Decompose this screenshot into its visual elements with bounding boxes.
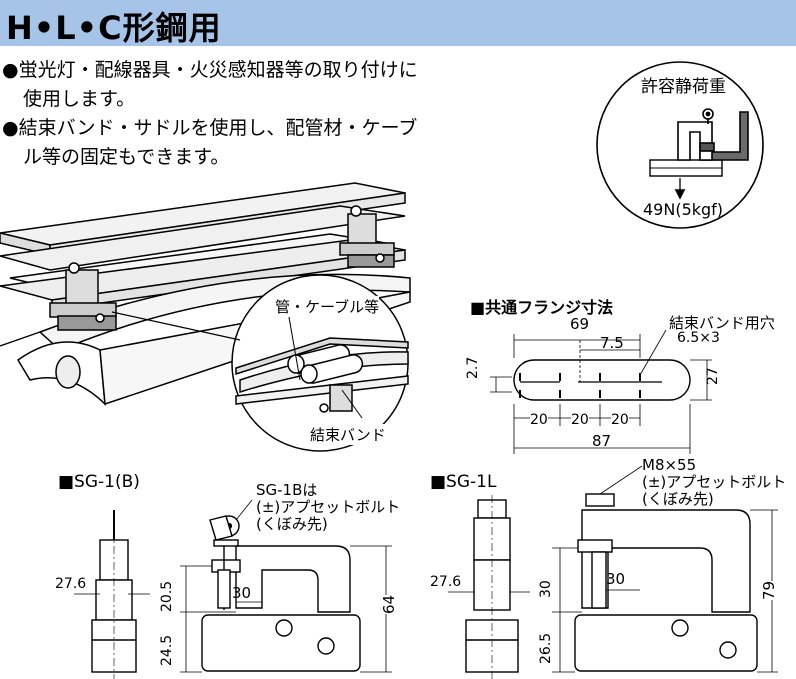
feature-text: 使用します。 <box>23 88 136 110</box>
pipe-cable-label: 管・ケーブル等 <box>275 296 380 317</box>
sg1b-title: ■SG-1(B) <box>58 472 140 492</box>
feature-text: ル等の固定もできます。 <box>23 146 230 168</box>
bullet-mark: ● <box>2 117 19 139</box>
flange-dim-spacing: 20 <box>571 412 589 428</box>
sg1b-dim-a: 20.5 <box>159 580 175 612</box>
sg1l-drawing <box>448 465 778 679</box>
flange-hole-size: 6.5×3 <box>677 330 720 346</box>
sg1b-dim-left: 27.6 <box>55 576 87 592</box>
flange-dim-spacing: 20 <box>530 412 548 428</box>
header-bar: H•L•C形鋼用 <box>0 0 796 47</box>
sg1l-dim-a: 30 <box>538 580 554 598</box>
bullet-mark: ● <box>2 59 19 81</box>
flange-dim-height: 2.7 <box>465 356 481 379</box>
sg1l-dim-left: 27.6 <box>430 574 462 590</box>
sg1b-note: SG-1Bは (±)アプセットボルト (くぼみ先) <box>256 482 400 533</box>
feature-line: ●蛍光灯・配線器具・火災感知器等の取り付けに <box>2 56 418 85</box>
sg1b-dim-height: 64 <box>380 594 398 614</box>
flange-dim-pitch: 7.5 <box>600 334 624 352</box>
flange-dim-side: 27 <box>705 367 721 385</box>
flange-dim-width: 69 <box>570 315 590 333</box>
sg1l-dim-b: 26.5 <box>538 632 554 664</box>
sg1b-dim-b: 24.5 <box>159 634 175 666</box>
load-diagram <box>596 61 764 229</box>
flange-dim-spacing: 20 <box>611 412 629 428</box>
band-label: 結束バンド <box>310 424 386 445</box>
sg1b-note-line: SG-1Bは <box>256 481 318 499</box>
sg1b-drawing <box>74 499 392 679</box>
installation-illustration <box>0 182 411 406</box>
sg1l-note-line: M8×55 <box>642 456 697 474</box>
sg1l-note: M8×55 (±)アプセットボルト (くぼみ先) <box>642 457 786 508</box>
load-title: 許容静荷重 <box>641 77 726 97</box>
feature-line: 使用します。 <box>2 85 418 114</box>
flange-title: ■共通フランジ寸法 <box>470 298 614 317</box>
load-circle <box>596 61 764 229</box>
feature-line: ル等の固定もできます。 <box>2 143 418 172</box>
feature-line: ●結束バンド・サドルを使用し、配管材・ケーブ <box>2 114 418 143</box>
page-title: H•L•C形鋼用 <box>6 9 222 47</box>
callout-line <box>111 311 241 341</box>
feature-list: ●蛍光灯・配線器具・火災感知器等の取り付けに 使用します。 ●結束バンド・サドル… <box>2 56 418 172</box>
sg1l-note-line: (±)アプセットボルト <box>642 473 787 491</box>
sg1b-note-line: (くぼみ先) <box>256 515 328 533</box>
flange-hole-label: 結束バンド用穴 <box>669 314 775 332</box>
sg1l-dim-height: 79 <box>760 580 778 600</box>
sg1b-dim-inner: 30 <box>232 584 252 602</box>
sg1l-dim-inner: 30 <box>606 570 626 588</box>
feature-text: 蛍光灯・配線器具・火災感知器等の取り付けに <box>18 59 418 81</box>
feature-text: 結束バンド・サドルを使用し、配管材・ケーブ <box>18 117 418 139</box>
load-value: 49N(5kgf) <box>643 200 724 219</box>
sg1b-note-line: (±)アプセットボルト <box>256 498 401 516</box>
flange-dim-total: 87 <box>592 432 612 450</box>
sg1l-note-line: (くぼみ先) <box>642 490 714 508</box>
sg1l-title: ■SG-1L <box>430 472 497 492</box>
